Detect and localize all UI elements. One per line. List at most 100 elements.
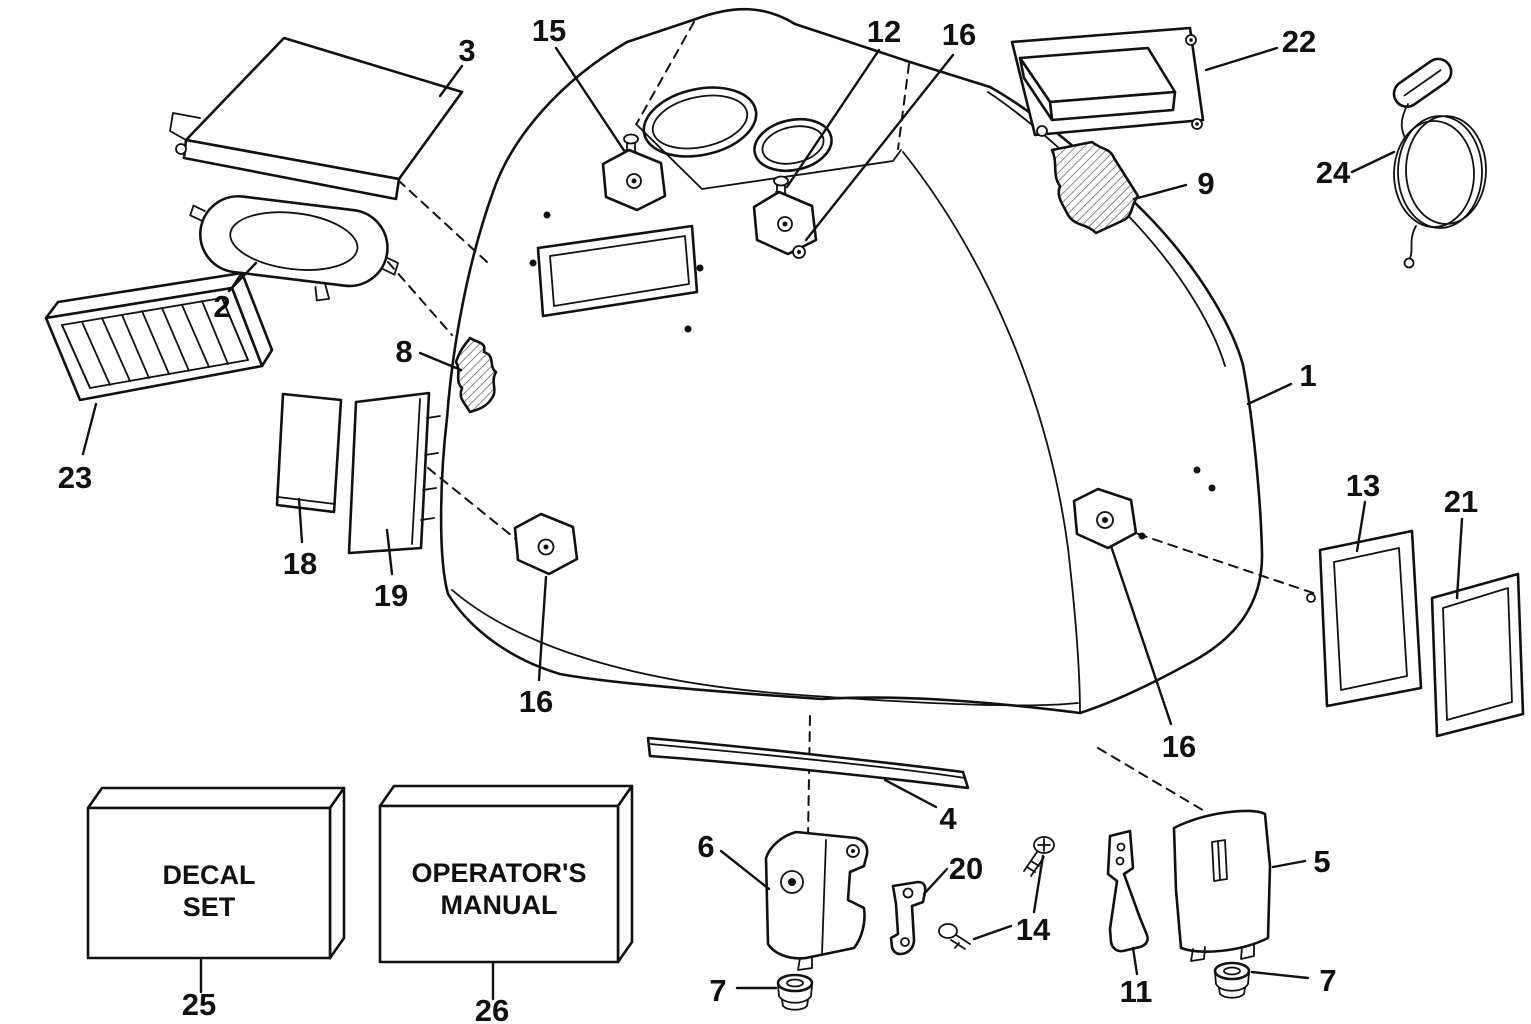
louver-slats xyxy=(61,297,249,389)
callout-part-22: 22 xyxy=(1282,24,1316,59)
callout-part-2: 2 xyxy=(213,289,230,324)
part-8-seal-patch xyxy=(454,336,498,414)
part-2-adapter-ring xyxy=(189,194,399,302)
bracket-foot xyxy=(797,955,813,971)
leader-lines xyxy=(81,46,1464,1001)
ring-tab-right xyxy=(382,256,399,276)
assembly-dashed-lines xyxy=(387,179,1317,839)
callout-part-12: 12 xyxy=(867,14,901,49)
callout-part-18: 18 xyxy=(283,546,317,581)
callout-labels: 15 12 16 3 22 24 9 2 8 1 23 13 21 18 19 … xyxy=(58,13,1478,1024)
front-vent-slot-inner xyxy=(549,235,690,307)
guide-strip4-to-bracket6 xyxy=(807,715,811,839)
callout-part-16-top: 16 xyxy=(942,17,976,52)
leader-24 xyxy=(1350,150,1396,174)
callout-part-16-left: 16 xyxy=(519,684,553,719)
box-25-decal-set: DECAL SET xyxy=(86,786,346,960)
engine-cover-top-hidden-edge-left xyxy=(636,21,695,124)
leader-1 xyxy=(1246,382,1293,406)
leader-22 xyxy=(1204,46,1279,72)
part-14-screws xyxy=(938,836,1055,950)
leader-16-top xyxy=(804,53,955,242)
part-4-trim-strip xyxy=(646,736,970,790)
leader-3 xyxy=(438,64,464,98)
screw-hole xyxy=(1193,466,1201,474)
cord-connector xyxy=(1403,257,1415,269)
callout-part-9: 9 xyxy=(1197,166,1214,201)
part-12-screw-and-part-16-bracket-top xyxy=(752,175,818,259)
leader-2 xyxy=(227,261,258,293)
box-26-operators-manual: OPERATOR'S MANUAL xyxy=(378,784,634,964)
guide-bracket16-to-frame13 xyxy=(1137,533,1317,595)
part-22-handle xyxy=(1010,26,1205,137)
part-9-seal-patch xyxy=(1050,140,1140,235)
part-23-louver-grille xyxy=(44,271,274,402)
operators-manual-label-line1: OPERATOR'S xyxy=(412,858,587,888)
callout-part-8: 8 xyxy=(395,334,412,369)
ring-tab-left xyxy=(189,204,206,222)
callout-part-13: 13 xyxy=(1346,468,1380,503)
leader-15 xyxy=(554,46,627,154)
callout-part-7-left: 7 xyxy=(709,973,726,1008)
part-16-bracket-left xyxy=(513,512,579,576)
baffle-pins xyxy=(420,415,441,521)
callout-part-6: 6 xyxy=(697,829,714,864)
part-24-cord xyxy=(1392,57,1487,269)
cord-coil xyxy=(1393,120,1475,228)
handle-screw xyxy=(1036,125,1048,137)
leader-16-right xyxy=(1109,544,1173,726)
guide-body-to-plate5 xyxy=(1097,747,1207,813)
engine-cover-top-recess-edge xyxy=(635,123,902,190)
part-15-bracket xyxy=(601,133,667,212)
engine-cover-right-crease xyxy=(902,151,1081,714)
leader-23 xyxy=(81,402,98,456)
screw-head xyxy=(938,923,958,939)
cord-coil xyxy=(1405,115,1487,225)
part-16-bracket-right xyxy=(1072,487,1138,550)
callout-part-26: 26 xyxy=(475,993,509,1024)
part-11-bracket xyxy=(1106,829,1149,953)
callout-part-4: 4 xyxy=(939,801,957,836)
callout-part-7-right: 7 xyxy=(1319,963,1336,998)
callout-part-11: 11 xyxy=(1120,974,1153,1009)
leader-19 xyxy=(385,528,394,576)
carburetor-opening-large xyxy=(642,86,758,158)
leader-7-right xyxy=(1250,970,1310,980)
callout-part-20: 20 xyxy=(949,851,983,886)
screw-shaft xyxy=(950,934,971,950)
callout-part-1: 1 xyxy=(1299,358,1316,393)
decal-set-label-line2: SET xyxy=(183,892,236,922)
screw-head xyxy=(623,133,639,145)
leader-4 xyxy=(883,778,938,809)
part-20-bracket xyxy=(889,880,927,956)
callout-part-23: 23 xyxy=(58,460,92,495)
guide-ring2-to-body xyxy=(387,261,453,336)
screw-hole xyxy=(1208,484,1216,492)
screw-head xyxy=(773,175,789,187)
front-vent-slot-outer xyxy=(536,224,699,318)
part-19-baffle-plate xyxy=(347,391,441,555)
leader-9 xyxy=(1132,183,1188,201)
part-7-grommet-right xyxy=(1213,961,1251,999)
screw-hole xyxy=(543,211,551,219)
frame-screw xyxy=(1306,593,1316,603)
screw-hole xyxy=(684,325,692,333)
engine-cover-bottom-flange xyxy=(451,589,1079,707)
callout-part-21: 21 xyxy=(1444,484,1478,519)
leader-16-left xyxy=(537,575,548,682)
leader-13 xyxy=(1355,500,1367,553)
leader-5 xyxy=(1271,859,1307,869)
callout-part-14: 14 xyxy=(1016,912,1051,947)
screw-hole xyxy=(529,259,537,267)
part-7-grommet-left xyxy=(776,973,814,1011)
decal-set-label-line1: DECAL xyxy=(163,860,256,890)
leader-20 xyxy=(922,867,949,896)
part-13-frame xyxy=(1306,529,1423,708)
callout-part-5: 5 xyxy=(1313,844,1330,879)
engine-cover-top-hidden-edge-right xyxy=(897,63,910,150)
plate-slot xyxy=(1211,839,1228,882)
ring-clip xyxy=(314,282,330,302)
callout-part-24: 24 xyxy=(1316,155,1351,190)
leader-14a xyxy=(1032,854,1045,914)
